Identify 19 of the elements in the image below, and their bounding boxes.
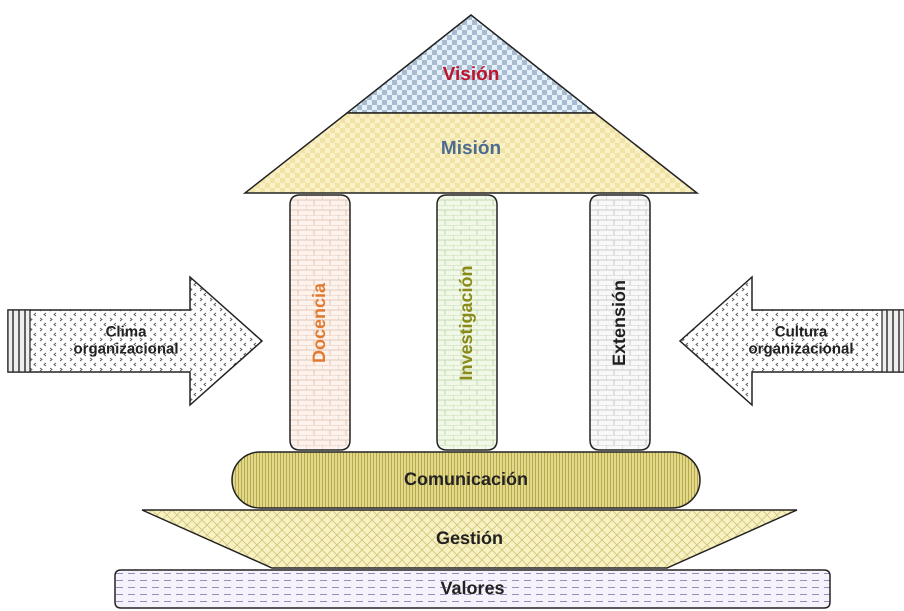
block-arrow xyxy=(680,277,904,405)
roof-triangle xyxy=(347,15,595,113)
base-band xyxy=(142,510,797,568)
node-label: Misión xyxy=(440,139,502,160)
node-label: Clima organizacional xyxy=(72,324,180,358)
pillar xyxy=(290,195,350,450)
node-label: Cultura organizacional xyxy=(747,324,855,358)
node-label: Visión xyxy=(442,65,500,86)
block-arrow xyxy=(8,277,262,405)
node-label: Comunicación xyxy=(404,470,528,490)
pillar xyxy=(437,195,497,450)
node-label: Gestión xyxy=(436,529,503,549)
roof-band xyxy=(245,113,697,193)
node-label: Docencia xyxy=(310,282,330,363)
node-label: Valores xyxy=(440,579,505,599)
pillar xyxy=(590,195,650,450)
node-label: Investigación xyxy=(457,264,477,380)
node-label: Extensión xyxy=(610,279,630,366)
base-slab xyxy=(115,570,830,608)
